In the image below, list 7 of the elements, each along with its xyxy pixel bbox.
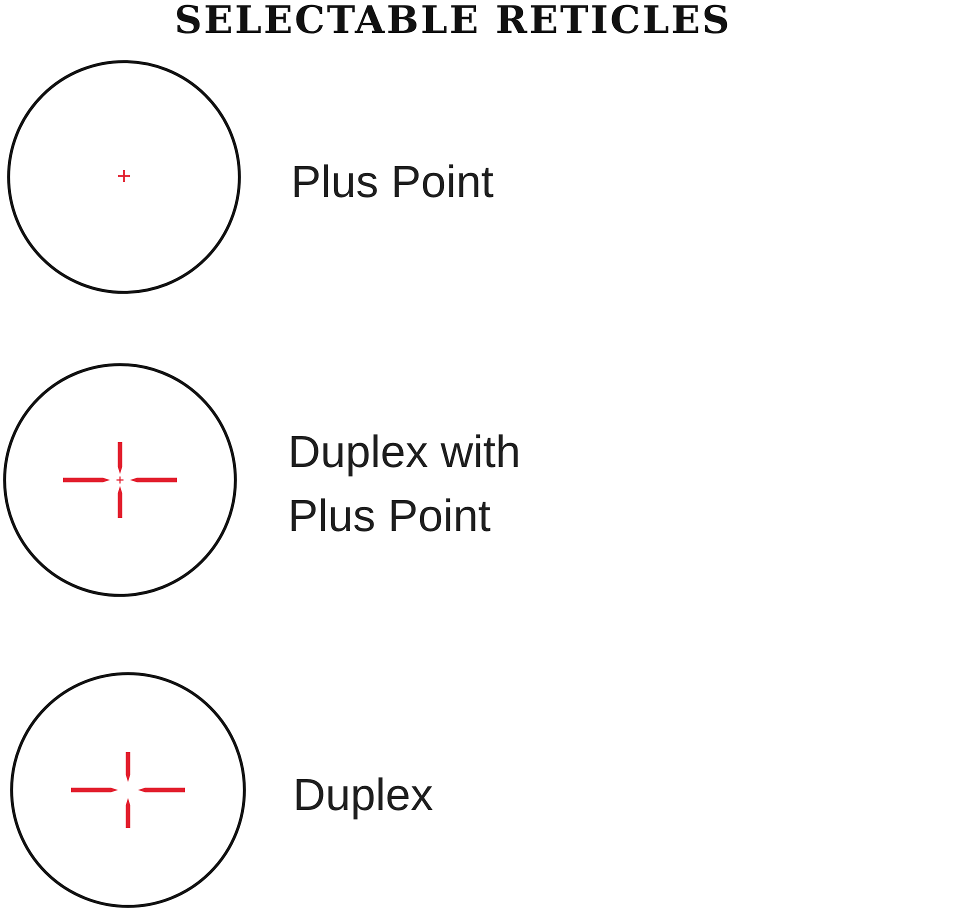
- reticle-circle: [10, 672, 246, 908]
- reticle-name: Plus Point: [291, 155, 495, 209]
- reticle-circle: [7, 60, 241, 294]
- reticle-name: Duplex with Plus Point: [288, 425, 522, 543]
- reticle-circle: [3, 363, 237, 597]
- reticle-name: Duplex: [293, 768, 434, 822]
- page-title: SELECTABLE RETICLES: [174, 0, 732, 40]
